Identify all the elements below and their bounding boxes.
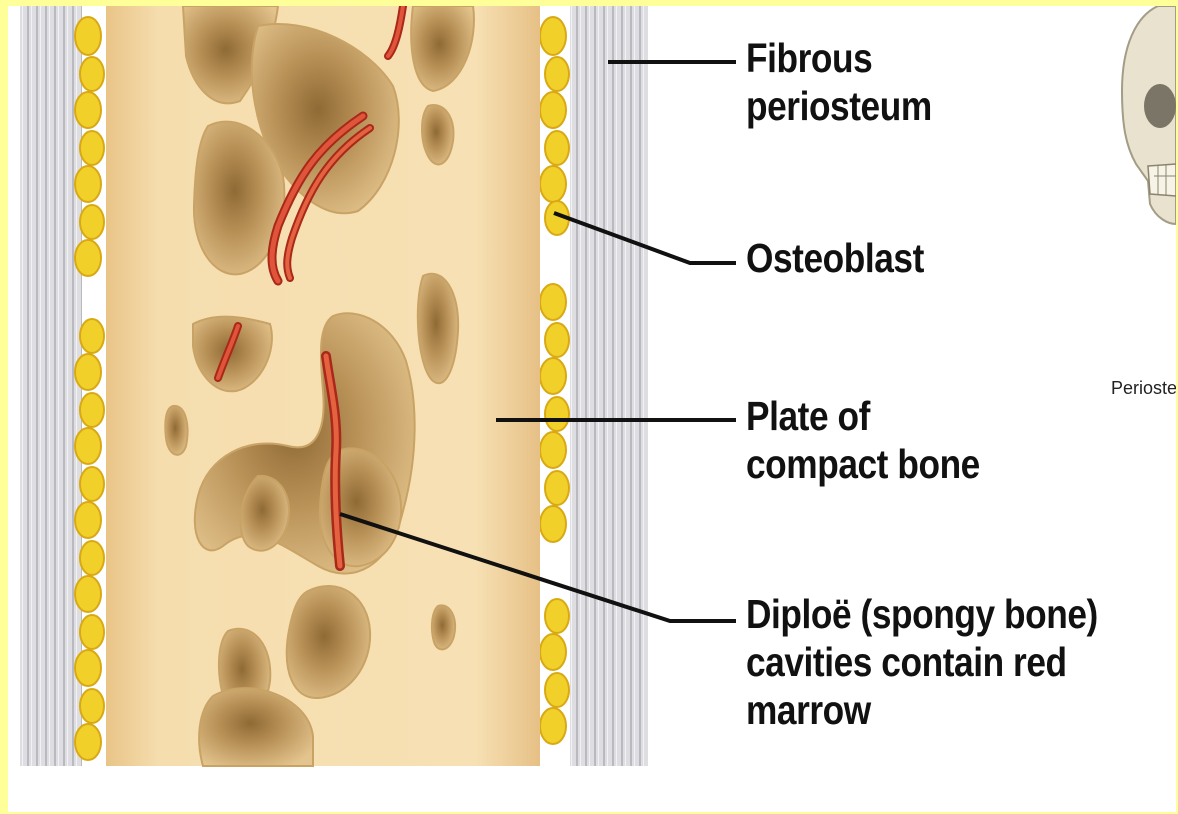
side-panel-caption: Perioste bbox=[1111, 378, 1176, 399]
figure-frame: Fibrous periosteum Osteoblast Plate of c… bbox=[8, 6, 1176, 812]
label-line: cavities contain red bbox=[746, 638, 1098, 686]
label-line: Osteoblast bbox=[746, 234, 924, 282]
label-osteoblast: Osteoblast bbox=[746, 234, 924, 282]
label-line: marrow bbox=[746, 686, 1098, 734]
label-line: periosteum bbox=[746, 82, 932, 130]
label-fibrous-periosteum: Fibrous periosteum bbox=[746, 34, 932, 130]
skull-thumbnail bbox=[1122, 6, 1176, 224]
label-line: compact bone bbox=[746, 440, 980, 488]
periosteum-right bbox=[570, 6, 648, 766]
label-compact-bone: Plate of compact bone bbox=[746, 392, 980, 488]
label-line: Diploë (spongy bone) bbox=[746, 590, 1098, 638]
label-line: Fibrous bbox=[746, 34, 932, 82]
osteoblast-layer-right bbox=[540, 17, 569, 744]
periosteum-left bbox=[20, 6, 82, 766]
label-line: Plate of bbox=[746, 392, 980, 440]
label-diploe: Diploë (spongy bone) cavities contain re… bbox=[746, 590, 1098, 734]
